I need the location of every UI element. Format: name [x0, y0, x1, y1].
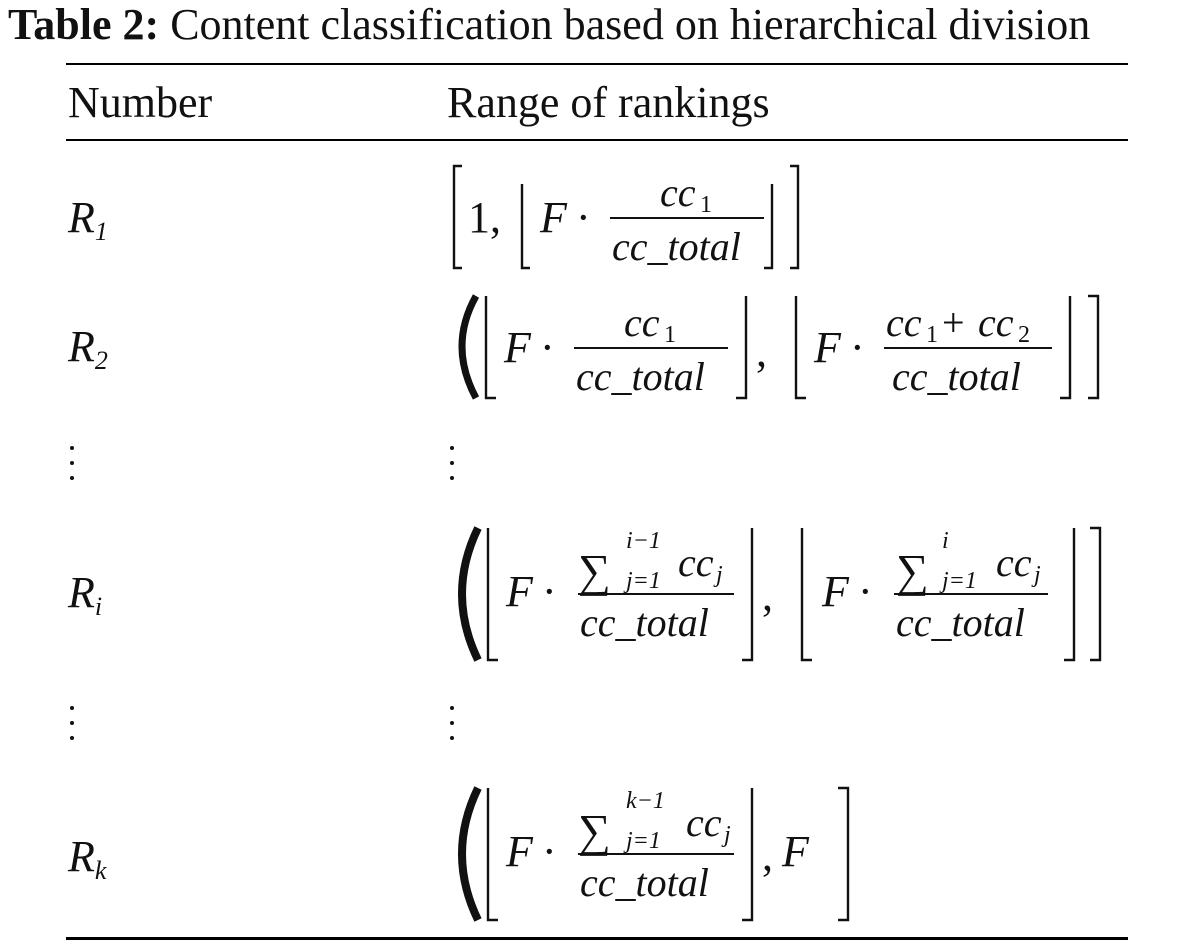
svg-text:·: ·	[542, 827, 557, 876]
vertical-ellipsis-number-1	[66, 446, 78, 491]
svg-text:cc: cc	[886, 300, 922, 345]
svg-text:·: ·	[540, 323, 555, 372]
bottom-rule	[66, 937, 1128, 940]
svg-text:·: ·	[850, 323, 865, 372]
svg-text:1,: 1,	[468, 193, 501, 242]
svg-text:,: ,	[762, 571, 773, 620]
svg-text:·: ·	[858, 567, 873, 616]
row-label-r1: R1	[68, 193, 108, 246]
svg-text:k−1: k−1	[626, 788, 665, 814]
svg-text:cc: cc	[996, 540, 1032, 585]
svg-text:cc: cc	[624, 300, 660, 345]
svg-text:i−1: i−1	[626, 528, 661, 554]
svg-text:cc: cc	[978, 300, 1014, 345]
svg-text:∑: ∑	[578, 805, 611, 856]
svg-text:cc: cc	[660, 170, 696, 215]
table-caption: Table 2: Content classification based on…	[8, 0, 1090, 50]
svg-text:cc_total: cc_total	[892, 354, 1021, 399]
svg-text:·: ·	[576, 193, 591, 242]
caption-text: Content classification based on hierarch…	[170, 0, 1091, 49]
svg-text:j: j	[721, 822, 731, 848]
vertical-ellipsis-range-2	[446, 706, 458, 751]
vertical-ellipsis-range-1	[446, 446, 458, 491]
svg-text:i: i	[942, 528, 949, 554]
formula-row-2: F · cc 1 cc_total , F · cc 1 + cc 2 cc_t…	[458, 294, 1100, 400]
svg-text:cc: cc	[686, 800, 722, 845]
svg-text:F: F	[781, 827, 810, 876]
formula-row-k: F · ∑ k−1 j=1 cc j cc_total , F	[458, 786, 850, 922]
svg-text:cc_total: cc_total	[896, 600, 1025, 645]
svg-text:F: F	[539, 193, 568, 242]
svg-text:F: F	[505, 567, 534, 616]
svg-text:F: F	[821, 567, 850, 616]
svg-text:cc_total: cc_total	[580, 600, 709, 645]
svg-text:F: F	[813, 323, 842, 372]
svg-text:j=1: j=1	[939, 568, 977, 594]
svg-text:·: ·	[542, 567, 557, 616]
header-rule	[66, 139, 1128, 141]
svg-text:F: F	[503, 323, 532, 372]
header-range: Range of rankings	[447, 78, 770, 127]
svg-text:1: 1	[664, 322, 676, 348]
svg-text:j: j	[713, 562, 723, 588]
svg-text:,: ,	[756, 327, 767, 376]
svg-text:j=1: j=1	[623, 568, 661, 594]
svg-text:∑: ∑	[578, 545, 611, 596]
svg-text:cc: cc	[678, 540, 714, 585]
svg-text:,: ,	[762, 831, 773, 880]
vertical-ellipsis-number-2	[66, 706, 78, 751]
svg-text:j=1: j=1	[623, 828, 661, 854]
formula-row-1: 1, F · cc 1 cc_total	[452, 164, 800, 270]
row-label-rk: Rk	[68, 832, 107, 885]
svg-text:1: 1	[926, 322, 938, 348]
svg-text:cc_total: cc_total	[612, 224, 741, 269]
row-label-ri: Ri	[68, 568, 103, 621]
formula-row-i: F · ∑ i−1 j=1 cc j cc_total , F · ∑ i j=…	[458, 526, 1102, 662]
header-number: Number	[68, 78, 213, 127]
caption-label: Table 2:	[8, 0, 160, 49]
svg-text:2: 2	[1018, 322, 1030, 348]
top-rule	[66, 63, 1128, 65]
svg-text:F: F	[505, 827, 534, 876]
svg-text:j: j	[1031, 562, 1041, 588]
svg-text:∑: ∑	[896, 545, 929, 596]
svg-text:cc_total: cc_total	[576, 354, 705, 399]
svg-text:+: +	[942, 300, 965, 345]
svg-text:cc_total: cc_total	[580, 860, 709, 905]
row-label-r2: R2	[68, 322, 108, 375]
svg-text:1: 1	[700, 192, 712, 218]
